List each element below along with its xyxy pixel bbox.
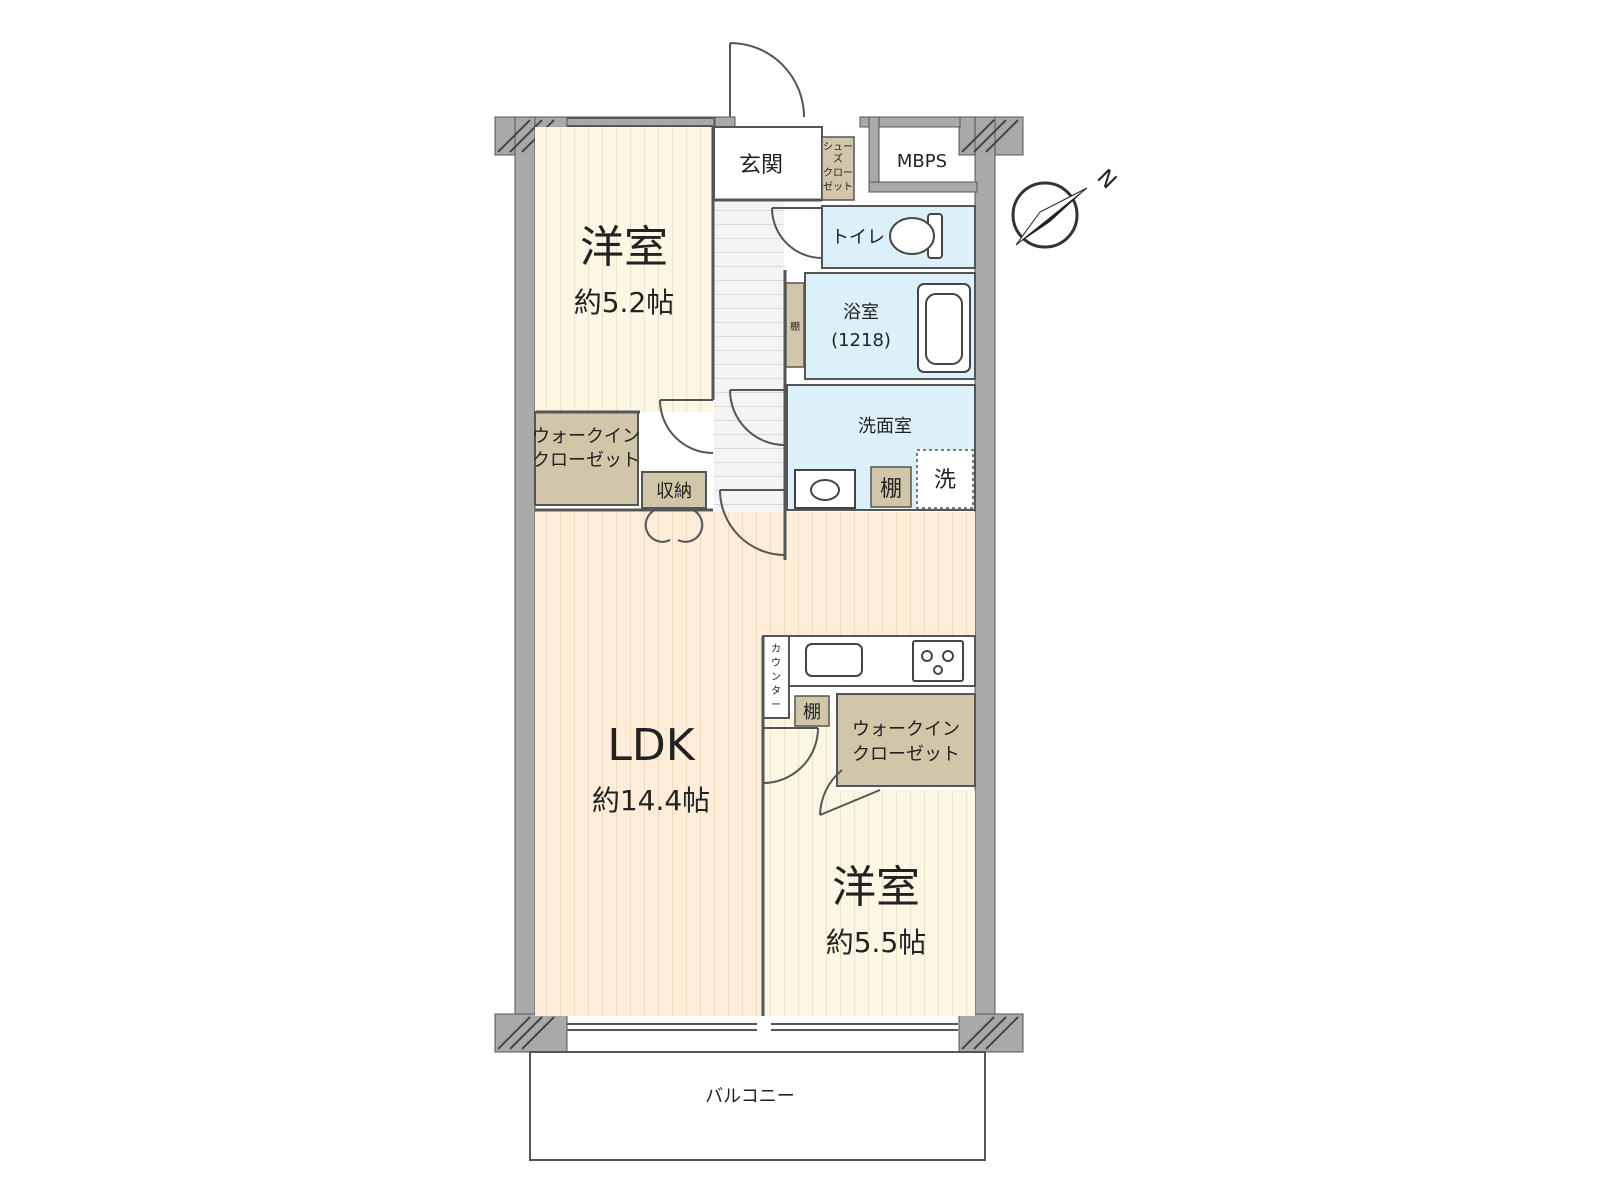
compass-icon xyxy=(1011,181,1088,249)
ldk-area: 約14.4帖 xyxy=(592,784,710,817)
bathtub-fixture xyxy=(917,283,971,373)
walk-in-closet-2 xyxy=(836,693,976,787)
balcony xyxy=(529,1051,986,1161)
counter-label-3: ン xyxy=(771,672,781,683)
storage-label: 収納 xyxy=(656,481,692,502)
shoe-closet-label: シュー ズ クロー ゼット xyxy=(823,142,853,193)
ldk-name: LDK xyxy=(607,720,695,771)
western-room-1-area: 約5.2帖 xyxy=(574,286,675,319)
western-room-1-name: 洋室 xyxy=(580,222,668,273)
washer-label: 洗 xyxy=(934,468,956,493)
toilet-label: トイレ xyxy=(831,227,885,248)
walk-in-closet-1 xyxy=(534,411,639,506)
balcony-label: バルコニー xyxy=(705,1086,795,1107)
ldk-floor-lower xyxy=(535,636,763,1016)
ldk-floor xyxy=(535,512,975,638)
western-room-2-name: 洋室 xyxy=(832,862,920,913)
walk-in-closet-2-label-2: クローゼット xyxy=(852,744,960,765)
hall-floor xyxy=(714,200,784,530)
walk-in-closet-1-label-2: クローゼット xyxy=(532,450,640,471)
entrance-label: 玄関 xyxy=(739,153,783,178)
walk-in-closet-2-label-1: ウォークイン xyxy=(852,719,960,740)
door-swings xyxy=(644,42,881,816)
western-room-2-area: 約5.5帖 xyxy=(826,926,927,959)
compass-north-label: N xyxy=(1092,165,1121,194)
hall-shelf-label: 棚 xyxy=(790,320,800,333)
shoe-closet-label-3: クロー xyxy=(823,167,853,179)
kitchen-sink-fixture xyxy=(805,643,863,677)
shoe-closet-label-2: ズ xyxy=(833,152,843,165)
bathroom-label: 浴室 xyxy=(843,302,879,323)
stove-fixture xyxy=(912,640,964,682)
washer-space xyxy=(916,449,974,509)
sliding-windows xyxy=(567,117,958,1031)
counter-panel xyxy=(762,635,790,719)
washbasin-fixture xyxy=(794,469,856,509)
counter-label-1: カ xyxy=(771,643,781,655)
bathroom-size-label: (1218) xyxy=(831,330,891,351)
mbps-label: MBPS xyxy=(897,151,947,172)
western-room-1-floor xyxy=(535,127,713,412)
toilet-fixture xyxy=(889,213,943,259)
counter-label-4: タ xyxy=(771,685,781,697)
corner-hatching xyxy=(497,119,1019,1050)
interior-walls xyxy=(535,127,822,1016)
kitchen-shelf xyxy=(794,695,830,727)
washroom-label: 洗面室 xyxy=(858,416,912,437)
shoe-closet-label-4: ゼット xyxy=(823,181,853,193)
shoe-closet xyxy=(821,136,855,201)
wash-shelf xyxy=(870,466,912,508)
storage-box xyxy=(641,471,707,509)
walk-in-closet-1-label-1: ウォークイン xyxy=(532,426,640,447)
kitchen-shelf-label: 棚 xyxy=(803,702,821,723)
counter-label-2: ウ xyxy=(771,657,781,669)
wash-shelf-label: 棚 xyxy=(880,477,902,502)
counter-label: カ ウ ン タ ー xyxy=(771,643,781,711)
western-room-2-floor xyxy=(763,790,975,1016)
shoe-closet-label-1: シュー xyxy=(823,142,853,153)
counter-label-5: ー xyxy=(771,700,781,711)
outer-walls xyxy=(494,116,1024,1053)
